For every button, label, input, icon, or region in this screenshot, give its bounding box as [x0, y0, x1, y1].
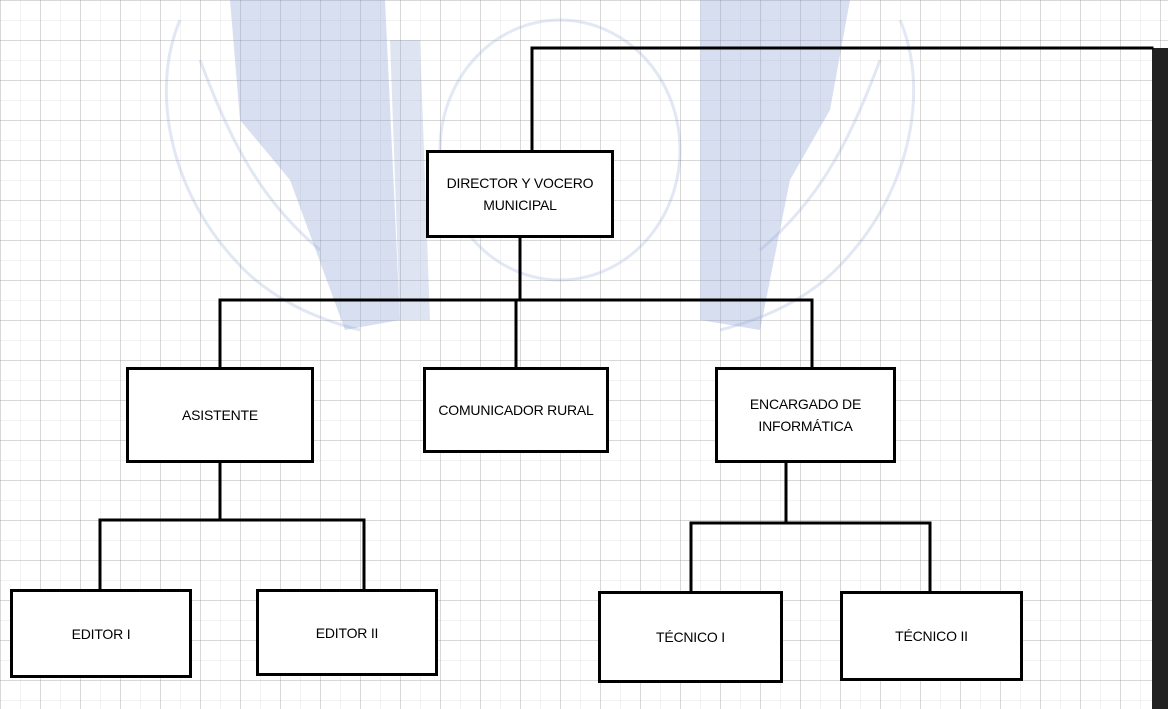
node-comunicador-label: COMUNICADOR RURAL: [438, 402, 594, 418]
page-edge: [1152, 48, 1168, 709]
node-asistente-label: ASISTENTE: [182, 407, 258, 423]
node-editor2: EDITOR II: [256, 589, 438, 676]
node-director-label: DIRECTOR Y VOCERO MUNICIPAL: [446, 175, 594, 213]
node-informatica-label: ENCARGADO DE INFORMÁTICA: [749, 396, 862, 434]
node-director: DIRECTOR Y VOCERO MUNICIPAL: [426, 150, 614, 238]
connector-top: [530, 46, 1154, 152]
node-asistente: ASISTENTE: [126, 367, 314, 463]
node-comunicador: COMUNICADOR RURAL: [423, 367, 609, 453]
node-editor1: EDITOR I: [10, 589, 192, 678]
node-tecnico2: TÉCNICO II: [840, 591, 1023, 681]
node-tecnico2-label: TÉCNICO II: [895, 628, 968, 644]
node-editor1-label: EDITOR I: [71, 625, 131, 642]
node-tecnico1: TÉCNICO I: [598, 591, 783, 683]
node-informatica: ENCARGADO DE INFORMÁTICA: [715, 367, 896, 463]
node-tecnico1-label: TÉCNICO I: [656, 629, 725, 645]
node-editor2-label: EDITOR II: [315, 624, 379, 641]
